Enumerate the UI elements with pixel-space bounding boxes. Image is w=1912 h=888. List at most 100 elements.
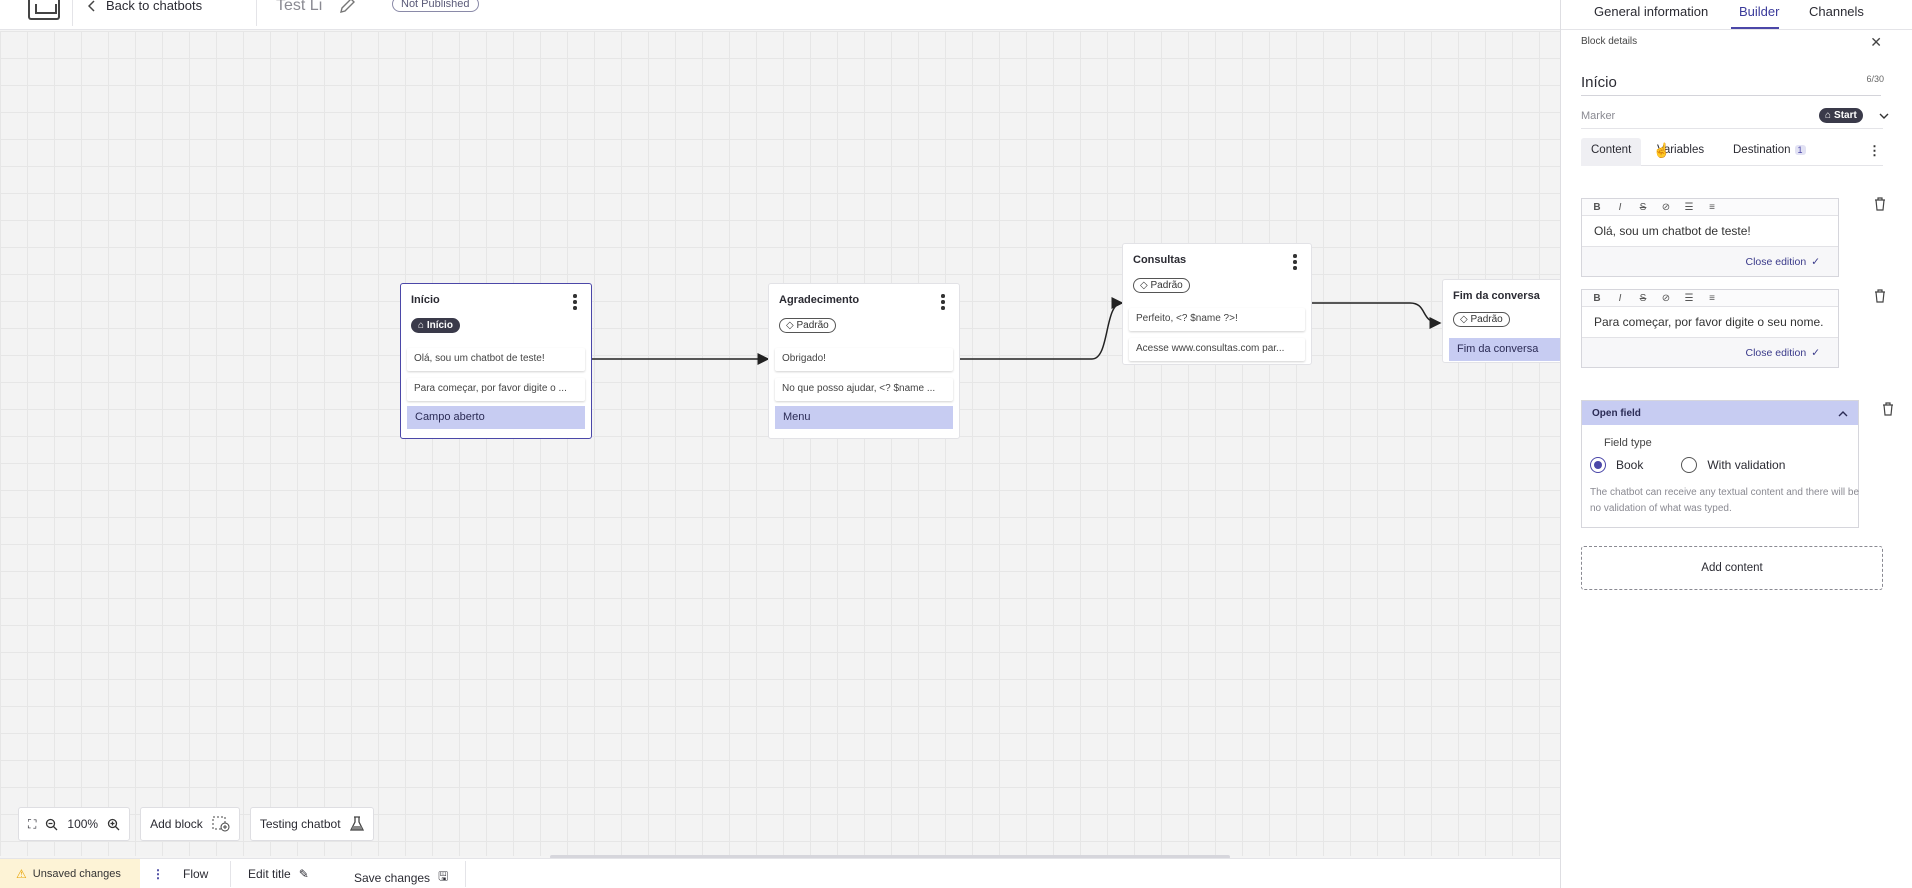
bold-icon[interactable]: B bbox=[1593, 201, 1601, 213]
pencil-icon: ✎ bbox=[298, 867, 309, 881]
option-validation-label: With validation bbox=[1707, 458, 1786, 472]
flow-block-inicio[interactable]: Início ⌂ Início Olá, sou um chatbot de t… bbox=[400, 283, 592, 439]
block-action[interactable]: Campo aberto bbox=[407, 406, 585, 429]
flow-tab[interactable]: Flow bbox=[183, 867, 208, 881]
divider bbox=[1581, 128, 1883, 129]
bold-icon[interactable]: B bbox=[1593, 292, 1601, 304]
flow-block-fim-da-conversa[interactable]: Fim da conversa ◇ Padrão Fim da conversa bbox=[1442, 279, 1572, 363]
testing-chatbot-label: Testing chatbot bbox=[259, 817, 341, 831]
tab-general-information[interactable]: General information bbox=[1594, 4, 1709, 19]
trash-icon[interactable] bbox=[1882, 402, 1894, 416]
panel-tabs: General information Builder Channels bbox=[1561, 0, 1912, 30]
char-counter: 6/30 bbox=[1866, 74, 1884, 84]
numbered-list-icon[interactable]: ≡ bbox=[1709, 292, 1715, 304]
radio-book[interactable] bbox=[1590, 457, 1606, 473]
flow-block-consultas[interactable]: Consultas ◇ Padrão Perfeito, <? $name ?>… bbox=[1122, 243, 1312, 365]
zoom-out-icon[interactable] bbox=[45, 818, 58, 831]
divider bbox=[465, 861, 466, 887]
add-content-button[interactable]: Add content bbox=[1581, 546, 1883, 590]
close-icon[interactable]: ✕ bbox=[1870, 34, 1882, 50]
edit-pencil-icon[interactable] bbox=[338, 0, 358, 15]
more-options-icon[interactable] bbox=[941, 294, 945, 312]
tab-builder[interactable]: Builder bbox=[1739, 4, 1780, 19]
flow-label: Flow bbox=[183, 867, 209, 881]
marker-label: Marker bbox=[1581, 110, 1616, 122]
trash-icon[interactable] bbox=[1874, 197, 1886, 211]
block-tag: ◇ Padrão bbox=[779, 318, 836, 333]
tab-variables[interactable]: Variables bbox=[1657, 144, 1705, 156]
more-options-icon[interactable]: ⋮ bbox=[1868, 143, 1881, 158]
horizontal-scrollbar[interactable] bbox=[550, 855, 1230, 859]
block-name-input[interactable]: Início bbox=[1581, 74, 1881, 96]
link-icon[interactable]: ⊘ bbox=[1661, 201, 1671, 213]
block-message[interactable]: Para começar, por favor digite o ... bbox=[407, 378, 585, 401]
text-editor[interactable]: B I S ⊘ ☰ ≡ Olá, sou um chatbot de teste… bbox=[1581, 198, 1839, 277]
block-message[interactable]: Olá, sou um chatbot de teste! bbox=[407, 348, 585, 371]
back-to-chatbots-link[interactable]: Back to chatbots bbox=[88, 0, 202, 13]
panel-heading: Block details bbox=[1581, 36, 1638, 47]
tab-content[interactable]: Content bbox=[1581, 138, 1642, 166]
flow-block-agradecimento[interactable]: Agradecimento ◇ Padrão Obrigado! No que … bbox=[768, 283, 960, 439]
more-options-icon[interactable] bbox=[573, 294, 577, 312]
chevron-left-icon bbox=[88, 0, 95, 12]
block-action[interactable]: Menu bbox=[775, 406, 953, 429]
check-icon: ✓ bbox=[1811, 255, 1820, 268]
close-edition-label: Close edition bbox=[1745, 255, 1807, 268]
mouse-cursor-icon: ☝ bbox=[1653, 142, 1671, 158]
editor-text[interactable]: Para começar, por favor digite o seu nom… bbox=[1594, 315, 1824, 329]
close-edition-button[interactable]: Close edition ✓ bbox=[1582, 246, 1838, 276]
block-title: Fim da conversa bbox=[1453, 290, 1540, 302]
block-message[interactable]: Obrigado! bbox=[775, 348, 953, 371]
divider bbox=[72, 0, 73, 26]
bullet-list-icon[interactable]: ☰ bbox=[1684, 292, 1694, 304]
connection-line bbox=[1312, 302, 1442, 329]
zoom-in-icon[interactable] bbox=[107, 818, 120, 831]
more-options-icon[interactable] bbox=[1293, 254, 1297, 272]
open-field-header[interactable]: Open field bbox=[1582, 401, 1858, 425]
field-type-label: Field type bbox=[1604, 437, 1652, 449]
edit-title-button[interactable]: Edit title ✎ bbox=[248, 867, 309, 881]
strikethrough-icon[interactable]: S bbox=[1639, 292, 1647, 304]
link-icon[interactable]: ⊘ bbox=[1661, 292, 1671, 304]
add-block-label: Add block bbox=[150, 817, 203, 831]
close-edition-button[interactable]: Close edition✓ bbox=[1582, 337, 1838, 367]
block-details-panel: General information Builder Channels Blo… bbox=[1560, 0, 1912, 888]
block-message[interactable]: Acesse www.consultas.com par... bbox=[1129, 338, 1305, 361]
strikethrough-icon[interactable]: S bbox=[1639, 201, 1647, 213]
flow-canvas[interactable]: Início ⌂ Início Olá, sou um chatbot de t… bbox=[0, 31, 1572, 856]
editor-text[interactable]: Olá, sou um chatbot de teste! bbox=[1594, 224, 1751, 238]
add-block-button[interactable]: Add block bbox=[140, 807, 240, 841]
fit-screen-icon[interactable]: ⛶ bbox=[28, 816, 37, 831]
chevron-down-icon[interactable] bbox=[1879, 113, 1889, 120]
top-bar: Back to chatbots Test Li Not Published bbox=[0, 0, 1560, 30]
testing-chatbot-button[interactable]: Testing chatbot bbox=[249, 807, 374, 841]
marker-select[interactable]: ⌂ Start bbox=[1819, 108, 1863, 123]
italic-icon[interactable]: I bbox=[1618, 292, 1622, 304]
trash-icon[interactable] bbox=[1874, 289, 1886, 303]
numbered-list-icon[interactable]: ≡ bbox=[1709, 201, 1715, 213]
block-action[interactable]: Fim da conversa bbox=[1449, 338, 1565, 361]
menu-kebab-icon[interactable]: ⋮ bbox=[152, 867, 164, 881]
block-message[interactable]: Perfeito, <? $name ?>! bbox=[1129, 308, 1305, 331]
app-logo-icon[interactable] bbox=[28, 0, 60, 20]
block-tag-label: Padrão bbox=[796, 320, 829, 331]
italic-icon[interactable]: I bbox=[1618, 201, 1622, 213]
save-changes-button[interactable]: Save changes 🖫 bbox=[354, 867, 448, 888]
block-tag: ◇ Padrão bbox=[1453, 312, 1510, 327]
text-editor[interactable]: B I S ⊘ ☰ ≡ Para começar, por favor digi… bbox=[1581, 289, 1839, 368]
chevron-up-icon[interactable] bbox=[1838, 410, 1848, 417]
divider bbox=[230, 861, 231, 887]
block-tag: ⌂ Início bbox=[411, 318, 460, 333]
divider bbox=[256, 0, 257, 26]
block-message[interactable]: No que posso ajudar, <? $name ... bbox=[775, 378, 953, 401]
connections-layer bbox=[592, 297, 1442, 365]
block-tag-label: Início bbox=[426, 320, 453, 331]
home-icon: ⌂ bbox=[1825, 110, 1832, 121]
editor-toolbar: B I S ⊘ ☰ ≡ bbox=[1582, 199, 1838, 216]
bullet-list-icon[interactable]: ☰ bbox=[1684, 201, 1694, 213]
tab-channels[interactable]: Channels bbox=[1809, 4, 1864, 19]
radio-with-validation[interactable] bbox=[1681, 457, 1698, 473]
block-tag-label: Padrão bbox=[1150, 280, 1183, 291]
